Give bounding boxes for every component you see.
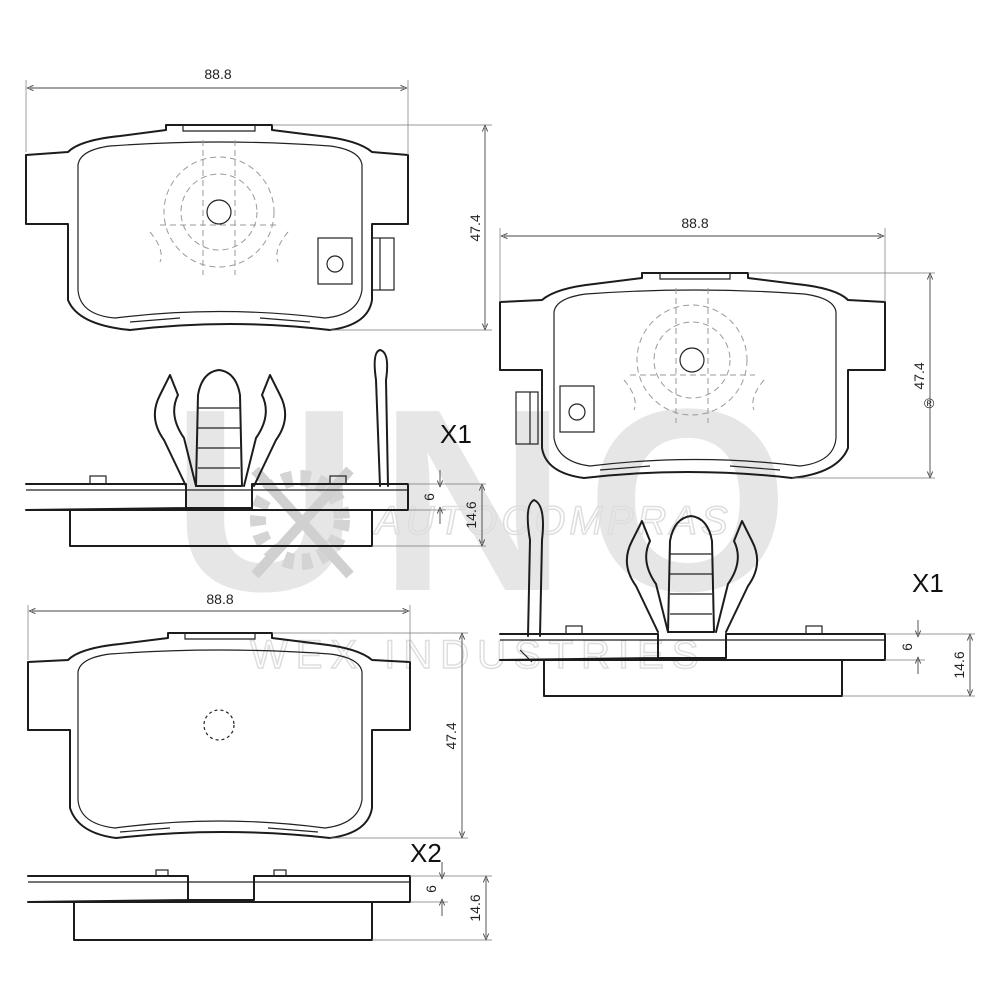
pad-2-plate-label: 6	[899, 643, 915, 651]
pad-2-dimensions: 88.8 47.4	[499, 215, 935, 478]
watermark-line1: AUTOCOMPRAS	[373, 499, 732, 543]
pad-3-dimensions: 88.8 47.4	[27, 591, 468, 838]
pad-2-face-view	[499, 272, 886, 479]
watermark: UNO ® AUTOCOMPRAS WEX INDUSTRIES	[171, 356, 935, 678]
pad-1-plate-label: 6	[421, 493, 437, 501]
pad-3-quantity: X2	[410, 838, 442, 868]
pad-1-thickness-label: 14.6	[463, 501, 479, 528]
pad-2-thickness-label: 14.6	[951, 651, 967, 678]
pad-2-side-view	[499, 499, 886, 697]
pad-1-thickness-dims: 6 14.6	[372, 470, 486, 546]
pad-1-quantity: X1	[440, 419, 472, 449]
pad-2-quantity: X1	[912, 568, 944, 598]
pad-3-thickness-dims: 6 14.6	[372, 862, 492, 940]
wear-sensor-tab	[515, 391, 539, 445]
pad-3-side-view	[27, 869, 411, 941]
pad-1-height-label: 47.4	[467, 214, 483, 241]
pad-1-dimensions: 88.8 47.4	[25, 66, 492, 330]
pad-3-face-view	[27, 632, 411, 839]
pad-3-height-label: 47.4	[443, 722, 459, 749]
pad-3-width-label: 88.8	[206, 591, 233, 607]
pad-2-width-label: 88.8	[681, 215, 708, 231]
pad-3-plate-label: 6	[423, 885, 439, 893]
pad-2-height-label: 47.4	[911, 362, 927, 389]
gear-logo-icon	[250, 466, 354, 579]
pad-1-side-view	[25, 349, 409, 547]
pad-3-thickness-label: 14.6	[467, 894, 483, 921]
pad-2-thickness-dims: 6 14.6	[842, 620, 975, 696]
registered-mark: ®	[924, 395, 935, 411]
pad-1-face-view	[25, 124, 409, 331]
pad-1-width-label: 88.8	[204, 66, 231, 82]
wear-sensor-tab	[371, 237, 395, 291]
